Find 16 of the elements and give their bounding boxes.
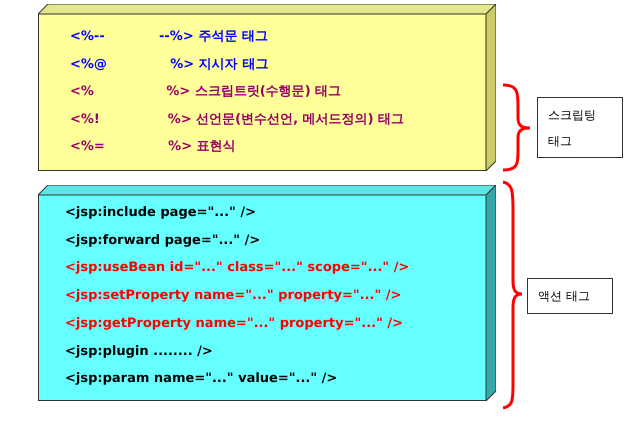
code-line: <jsp:forward page="..." /> <box>65 232 260 250</box>
code-line: <jsp:getProperty name="..." property="..." /> <box>65 314 404 333</box>
tag-description: <%= %> 표현식 <box>70 138 236 156</box>
tag-description: <%-- --%> 주석문 태그 <box>70 28 268 46</box>
code-line: <jsp:setProperty name="..." property="..." /> <box>65 287 402 306</box>
code-line: <jsp:param name="..." value="..." /> <box>65 370 338 388</box>
raised-panel <box>38 185 496 401</box>
code-line: <jsp:include page="..." /> <box>65 204 256 222</box>
label-box: 액션 태그 <box>527 278 613 314</box>
raised-panel <box>38 4 496 171</box>
code-line: <jsp:plugin ........ /> <box>65 342 213 360</box>
tag-description: <%@ %> 지시자 태그 <box>70 56 268 74</box>
code-line: <jsp:useBean id="..." class="..." scope="..." /> <box>65 259 410 278</box>
tag-description: <% %> 스크립트릿(수행문) 태그 <box>70 83 342 101</box>
tag-description: <%! %> 선언문(변수선언, 메서드정의) 태그 <box>70 110 404 128</box>
label-box: 스크립팅 태그 <box>537 97 623 158</box>
